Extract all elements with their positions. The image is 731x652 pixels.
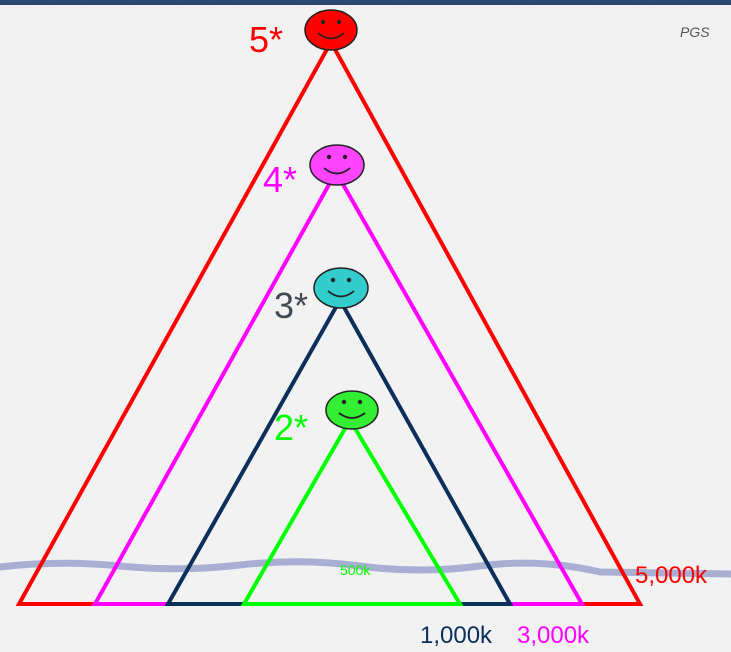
rank-4-label: 4* — [263, 159, 298, 200]
rank-2-label: 2* — [274, 407, 309, 448]
smiley-green-icon — [325, 390, 379, 430]
base-label-3000k: 3,000k — [517, 622, 590, 649]
rank-3-label: 3* — [274, 285, 309, 326]
smiley-cyan-icon — [313, 267, 369, 309]
smiley-magenta-icon — [309, 144, 365, 186]
watermark-text: PGS — [680, 24, 710, 40]
base-label-500k: 500k — [340, 562, 371, 578]
base-label-1000k: 1,000k — [420, 622, 493, 649]
base-label-5000k: 5,000k — [635, 562, 708, 589]
header-bar — [0, 0, 731, 5]
triangle-2-star — [240, 416, 464, 606]
ground-line — [0, 558, 731, 578]
smiley-red-icon — [304, 9, 358, 51]
rank-5-label: 5* — [249, 19, 284, 60]
